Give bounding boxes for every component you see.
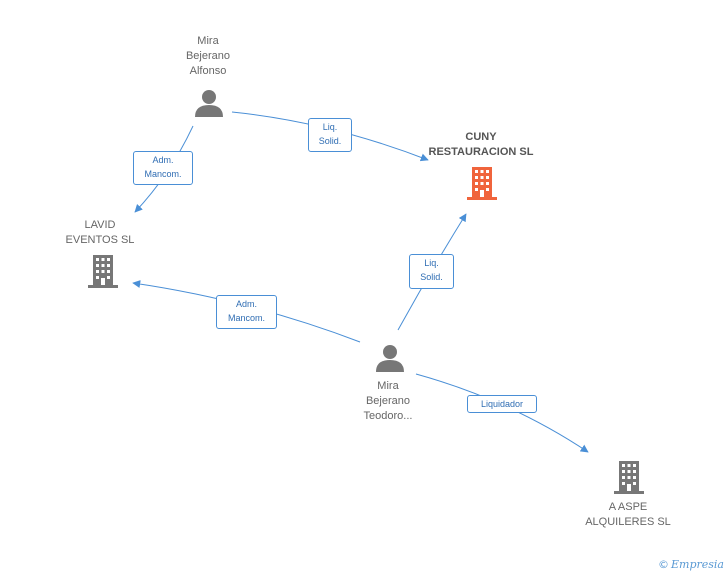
copyright-icon: © bbox=[658, 558, 669, 571]
building-icon[interactable] bbox=[87, 254, 119, 288]
node-label-line: Bejerano bbox=[365, 395, 411, 407]
node-label-line: Alfonso bbox=[189, 65, 227, 77]
node-label-lavid[interactable]: LAVID EVENTOS SL bbox=[60, 218, 140, 248]
badge-line: Solid. bbox=[318, 136, 342, 146]
badge-line: Mancom. bbox=[227, 313, 265, 323]
badge-line: Mancom. bbox=[144, 169, 182, 179]
node-label-mira-teodoro[interactable]: Mira Bejerano Teodoro... bbox=[348, 379, 428, 424]
badge-line: Liquidador bbox=[480, 399, 524, 409]
node-label-line: LAVID bbox=[84, 219, 116, 231]
node-label-line: Bejerano bbox=[185, 50, 231, 62]
badge-line: Solid. bbox=[420, 272, 443, 282]
role-badge-alfonso-lavid[interactable]: Adm. Mancom. bbox=[133, 151, 193, 185]
badge-line: Liq. bbox=[424, 258, 439, 268]
empresia-watermark: ©Empresia bbox=[658, 558, 724, 571]
badge-line: Liq. bbox=[322, 122, 338, 132]
role-badge-teodoro-cuny[interactable]: Liq. Solid. bbox=[409, 254, 454, 289]
building-icon[interactable] bbox=[613, 460, 645, 494]
node-label-line: CUNY bbox=[465, 131, 497, 143]
badge-line: Adm. bbox=[235, 299, 257, 309]
person-icon[interactable] bbox=[194, 88, 224, 118]
role-badge-alfonso-cuny[interactable]: Liq. Solid. bbox=[308, 118, 352, 152]
role-badge-teodoro-lavid[interactable]: Adm. Mancom. bbox=[216, 295, 277, 329]
node-label-line: A ASPE bbox=[608, 501, 648, 513]
person-icon[interactable] bbox=[375, 343, 405, 373]
node-label-line: Mira bbox=[197, 35, 219, 47]
node-label-aspe[interactable]: A ASPE ALQUILERES SL bbox=[576, 500, 680, 530]
badge-line: Adm. bbox=[152, 155, 174, 165]
building-icon[interactable] bbox=[466, 166, 498, 200]
node-label-cuny[interactable]: CUNY RESTAURACION SL bbox=[415, 130, 547, 160]
brand-logo: Empresia bbox=[671, 558, 724, 571]
node-label-line: ALQUILERES SL bbox=[585, 516, 671, 528]
edge-teodoro-aspe bbox=[415, 373, 589, 453]
node-label-line: RESTAURACION SL bbox=[428, 146, 534, 158]
node-label-line: Teodoro... bbox=[363, 410, 413, 422]
node-label-line: EVENTOS SL bbox=[65, 234, 135, 246]
node-label-line: Mira bbox=[377, 380, 399, 392]
node-label-mira-alfonso[interactable]: Mira Bejerano Alfonso bbox=[168, 34, 248, 79]
role-badge-teodoro-aspe[interactable]: Liquidador bbox=[467, 395, 537, 413]
